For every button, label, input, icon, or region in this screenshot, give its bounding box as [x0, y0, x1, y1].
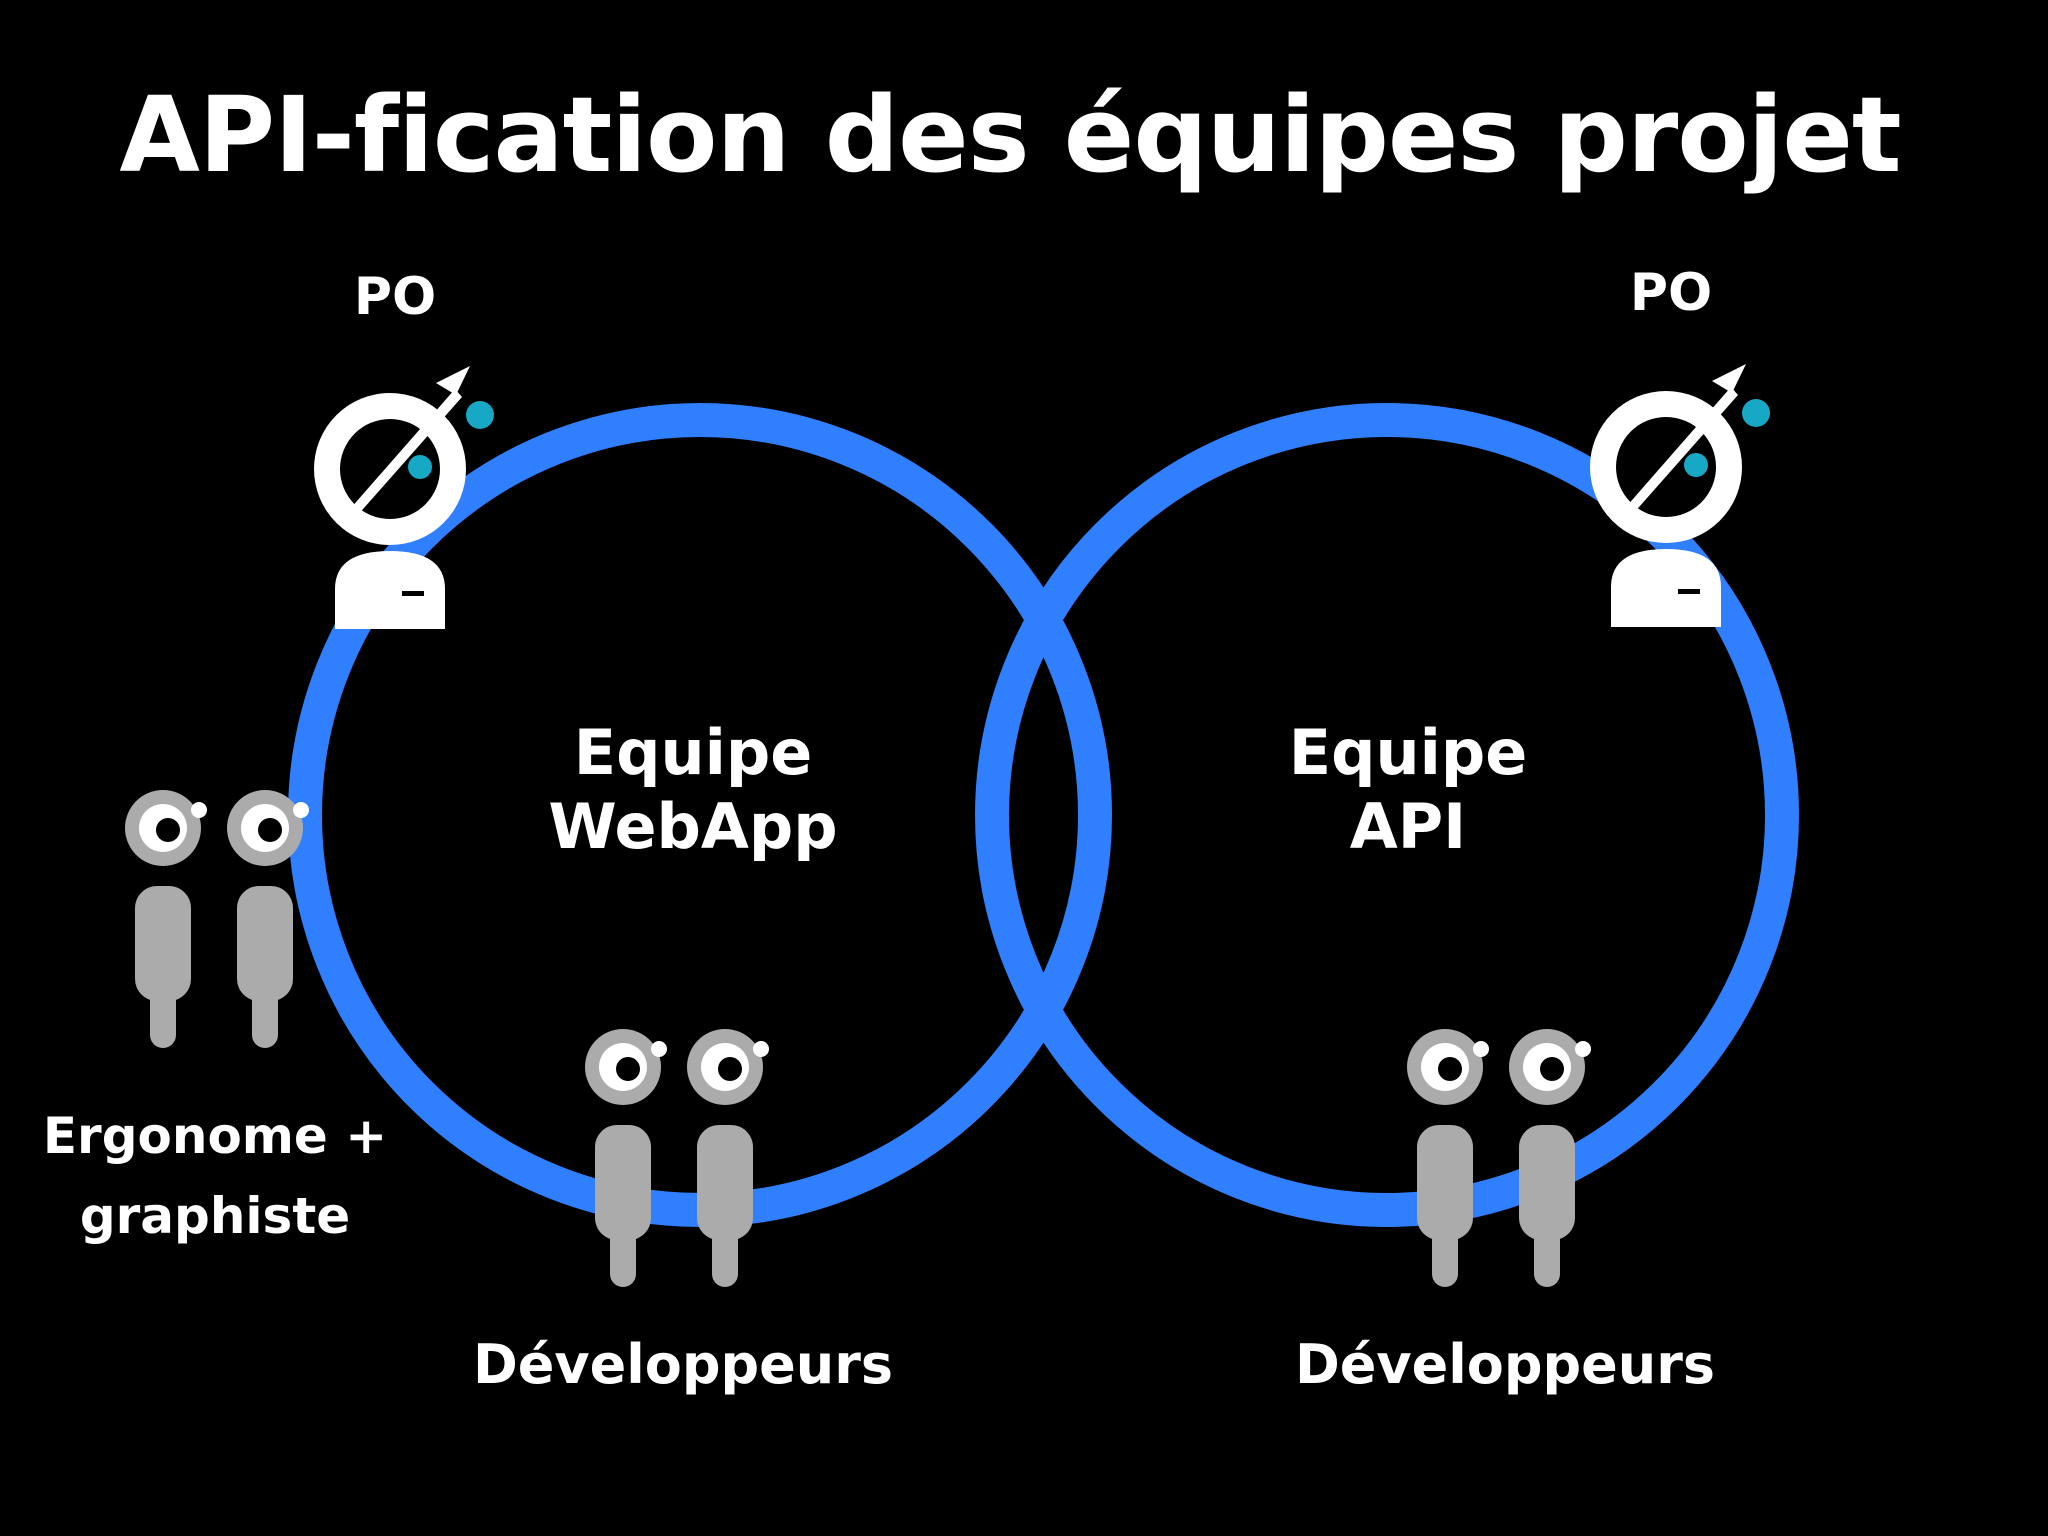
api-developers-people-icon: [1407, 1029, 1591, 1287]
team-label-api-line2: API: [1349, 790, 1467, 864]
api-team-ring: [975, 403, 1799, 1227]
webapp-developers-people-icon: [585, 1029, 769, 1287]
role-label-ergonome: Ergonome + graphiste: [5, 1096, 425, 1256]
slide-title: API-fication des équipes projet: [119, 74, 1901, 196]
role-label-ergonome-line1: Ergonome +: [42, 1107, 388, 1165]
team-label-api-line1: Equipe: [1288, 716, 1528, 789]
role-label-dev-api: Développeurs: [1294, 1333, 1716, 1396]
ergonome-people-icon: [125, 790, 309, 1048]
po-label-right: PO: [1629, 263, 1713, 323]
po-robot-icon: [1590, 364, 1770, 627]
team-label-webapp: Equipe WebApp: [483, 716, 903, 865]
team-label-webapp-line1: Equipe: [573, 716, 813, 789]
role-label-dev-webapp: Développeurs: [472, 1333, 894, 1396]
team-label-api: Equipe API: [1198, 716, 1618, 865]
po-label-left: PO: [353, 267, 437, 327]
role-label-ergonome-line2: graphiste: [79, 1187, 351, 1245]
team-label-webapp-line2: WebApp: [548, 790, 838, 864]
